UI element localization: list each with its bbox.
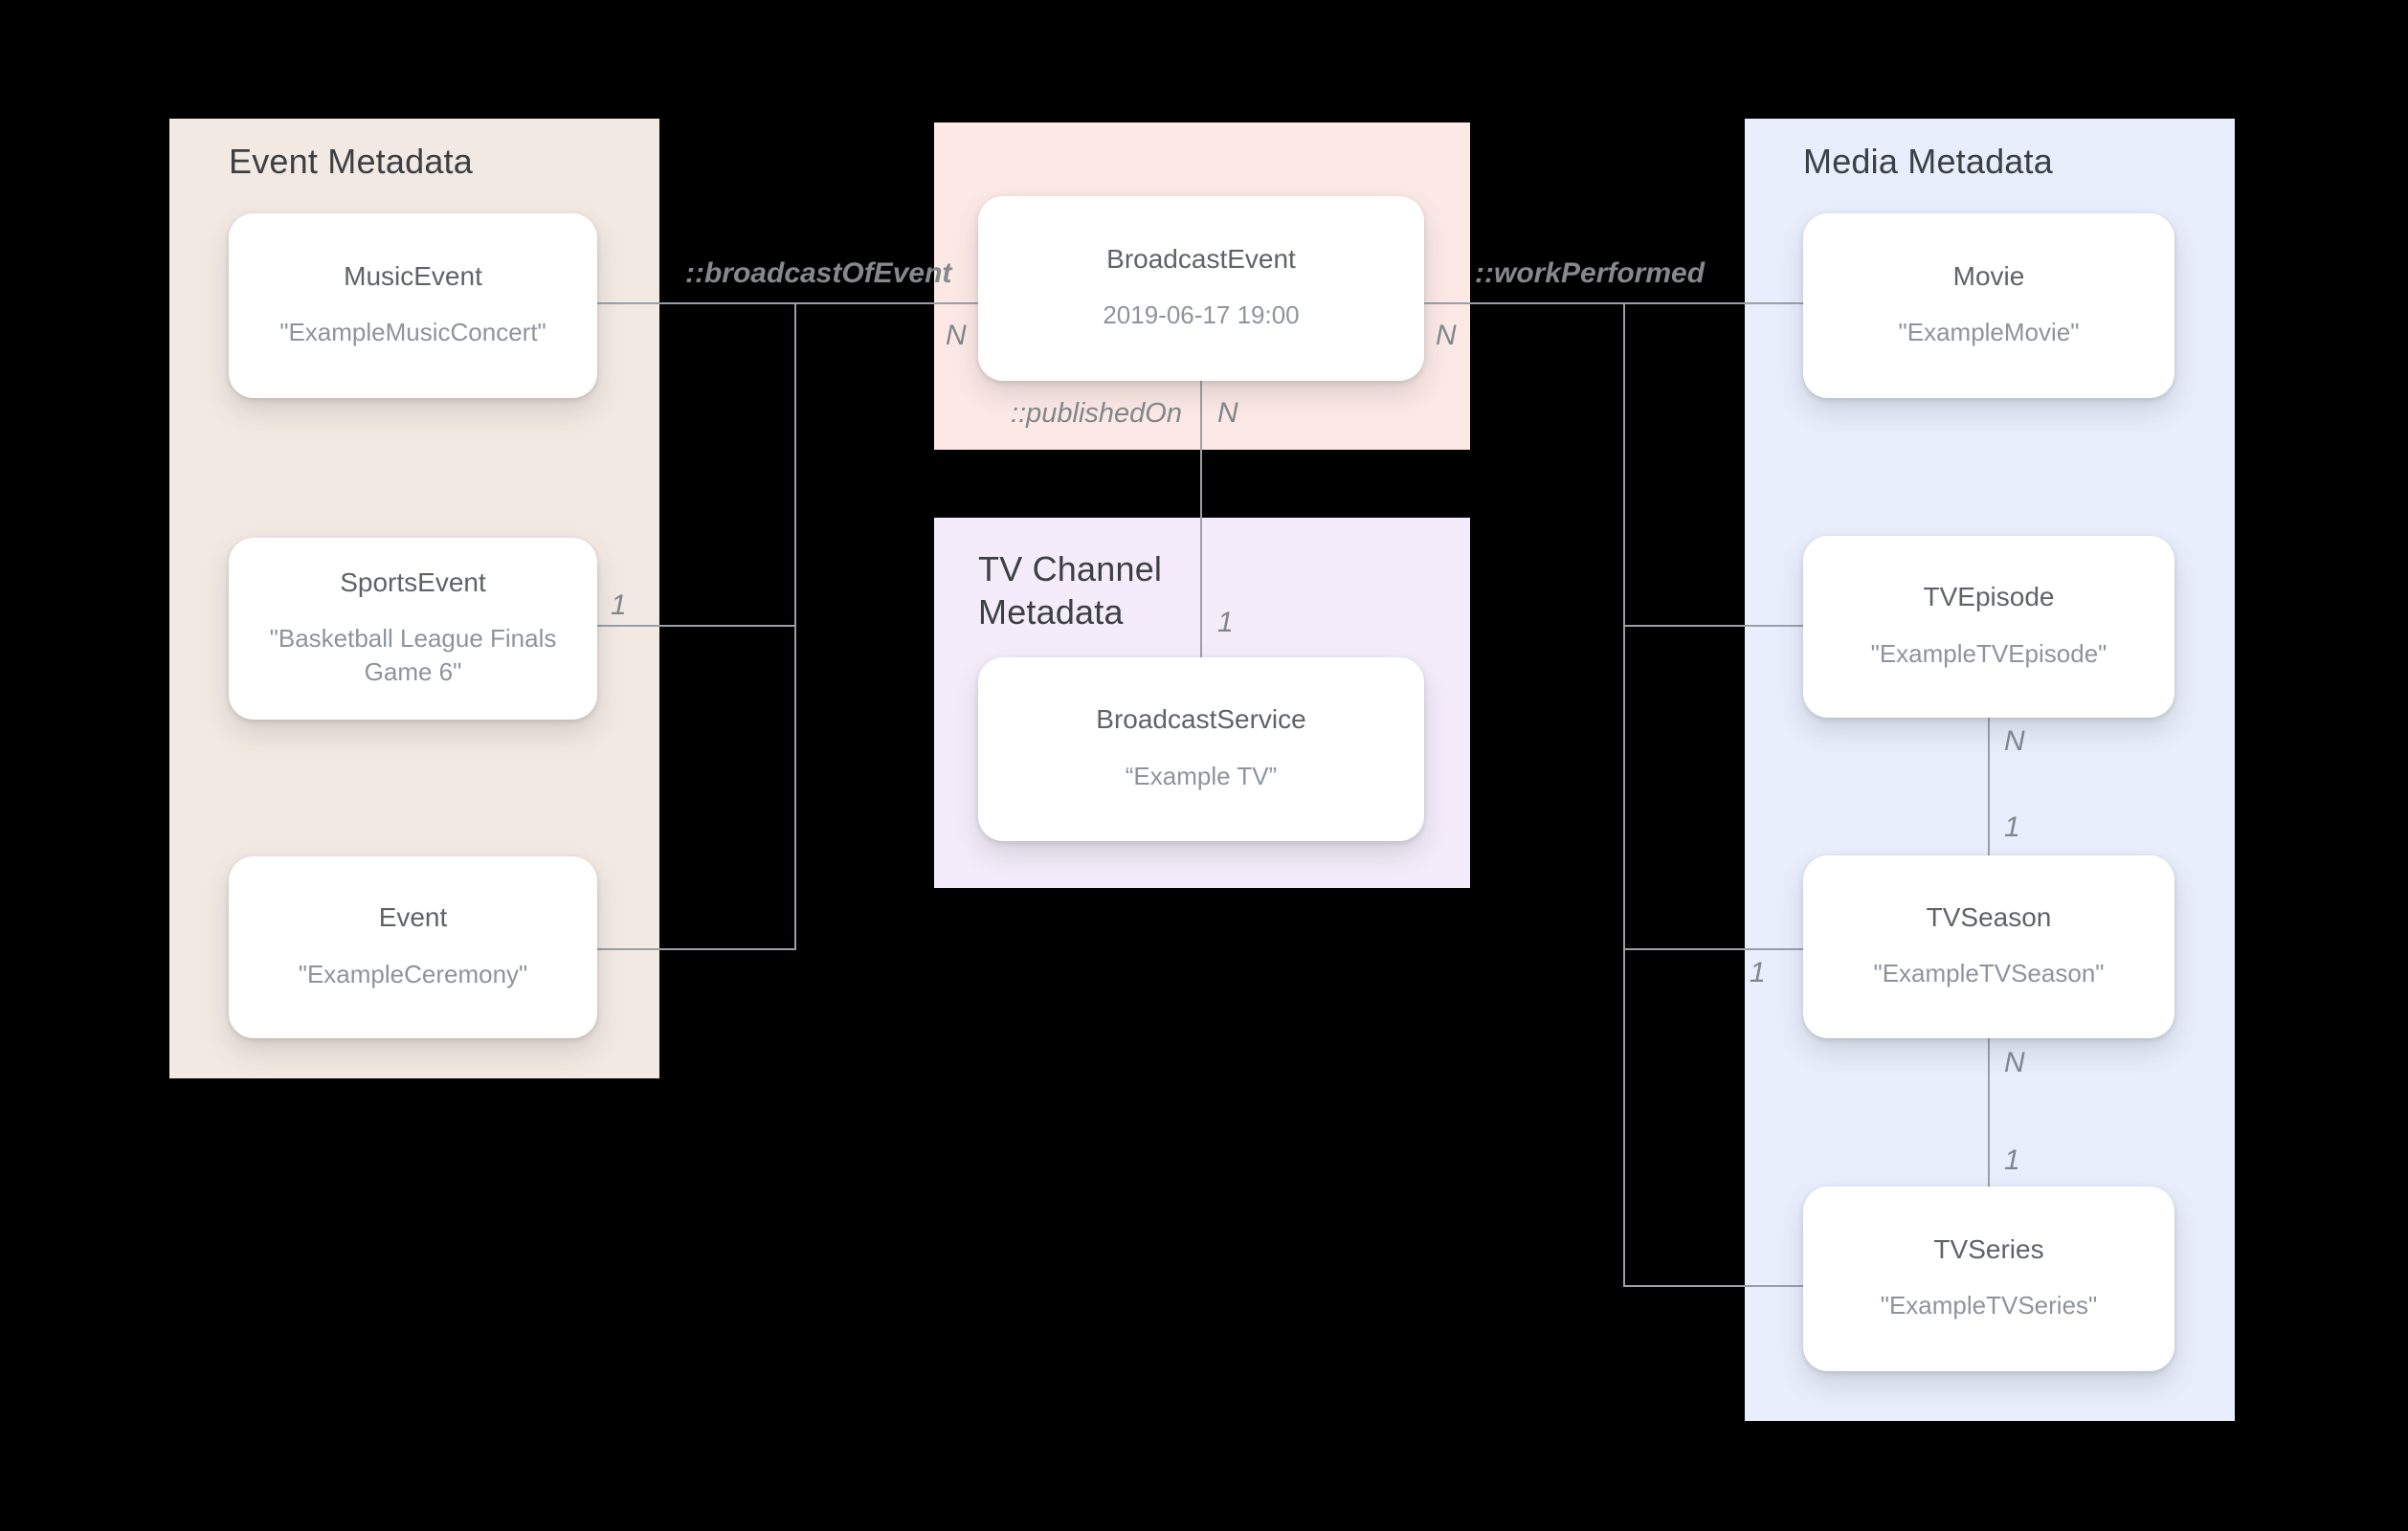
edge-publishedon-line bbox=[1200, 381, 1202, 658]
label-broadcastofevent: ::broadcastOfEvent bbox=[685, 257, 952, 289]
event-metadata-title: Event Metadata bbox=[229, 142, 473, 181]
cardinality-season-series-one: 1 bbox=[2004, 1144, 2020, 1176]
edge-sportsevent-branch-line bbox=[596, 625, 796, 627]
sportsevent-type: SportsEvent bbox=[340, 566, 486, 597]
edge-season-series-line bbox=[1988, 1038, 1990, 1187]
broadcastservice-type: BroadcastService bbox=[1096, 704, 1306, 735]
edge-tvseries-branch-line bbox=[1623, 1285, 1804, 1287]
cardinality-broadcastevent-left-n: N bbox=[946, 320, 967, 351]
event-type: Event bbox=[378, 902, 448, 933]
card-musicevent: MusicEvent "ExampleMusicConcert" bbox=[229, 213, 597, 398]
broadcastevent-type: BroadcastEvent bbox=[1106, 243, 1296, 274]
cardinality-publishedon-one: 1 bbox=[1217, 607, 1234, 638]
musicevent-name: "ExampleMusicConcert" bbox=[279, 318, 546, 347]
cardinality-publishedon-n: N bbox=[1217, 397, 1238, 429]
tvseason-type: TVSeason bbox=[1926, 901, 2052, 932]
tvepisode-name: "ExampleTVEpisode" bbox=[1870, 638, 2107, 668]
sportsevent-name: "Basketball League Finals Game 6" bbox=[269, 624, 557, 687]
broadcastevent-datetime: 2019-06-17 19:00 bbox=[1103, 300, 1300, 330]
tvseries-type: TVSeries bbox=[1933, 1233, 2044, 1264]
label-workperformed: ::workPerformed bbox=[1475, 257, 1706, 289]
edge-episode-season-line bbox=[1988, 718, 1990, 856]
tv-channel-title-line1: TV Channel bbox=[978, 549, 1163, 588]
cardinality-episode-season-n: N bbox=[2004, 725, 2025, 757]
card-broadcastevent: BroadcastEvent 2019-06-17 19:00 bbox=[978, 196, 1424, 381]
tv-channel-title-line2: Metadata bbox=[978, 592, 1124, 632]
edge-tvepisode-branch-line bbox=[1623, 625, 1804, 627]
card-movie: Movie "ExampleMovie" bbox=[1803, 213, 2174, 398]
cardinality-broadcastevent-right-n: N bbox=[1436, 320, 1457, 351]
card-sportsevent: SportsEvent "Basketball League Finals Ga… bbox=[229, 538, 597, 720]
musicevent-type: MusicEvent bbox=[344, 260, 482, 291]
cardinality-tvseason-one: 1 bbox=[1750, 957, 1766, 988]
cardinality-sportsevent-one: 1 bbox=[611, 589, 627, 621]
label-publishedon: ::publishedOn bbox=[1011, 398, 1182, 429]
card-tvseason: TVSeason "ExampleTVSeason" bbox=[1803, 855, 2174, 1038]
edge-media-trunk-line bbox=[1623, 302, 1625, 1287]
card-broadcastservice: BroadcastService “Example TV” bbox=[978, 657, 1424, 841]
tvseason-name: "ExampleTVSeason" bbox=[1873, 959, 2105, 988]
movie-type: Movie bbox=[1952, 260, 2025, 291]
event-name: "ExampleCeremony" bbox=[298, 959, 528, 988]
edge-tvseason-branch-line bbox=[1623, 948, 1804, 950]
tvepisode-type: TVEpisode bbox=[1923, 582, 2055, 612]
card-tvseries: TVSeries "ExampleTVSeries" bbox=[1803, 1187, 2174, 1371]
movie-name: "ExampleMovie" bbox=[1898, 318, 2080, 347]
card-tvepisode: TVEpisode "ExampleTVEpisode" bbox=[1803, 536, 2174, 718]
card-event: Event "ExampleCeremony" bbox=[229, 856, 597, 1038]
tvseries-name: "ExampleTVSeries" bbox=[1880, 1291, 2098, 1320]
tv-channel-metadata-title: TV Channel Metadata bbox=[978, 547, 1162, 634]
cardinality-season-series-n: N bbox=[2004, 1047, 2025, 1078]
media-metadata-title: Media Metadata bbox=[1803, 142, 2053, 181]
broadcastservice-name: “Example TV” bbox=[1125, 761, 1278, 790]
edge-event-branch-line bbox=[596, 948, 796, 950]
cardinality-episode-season-one: 1 bbox=[2004, 811, 2020, 843]
